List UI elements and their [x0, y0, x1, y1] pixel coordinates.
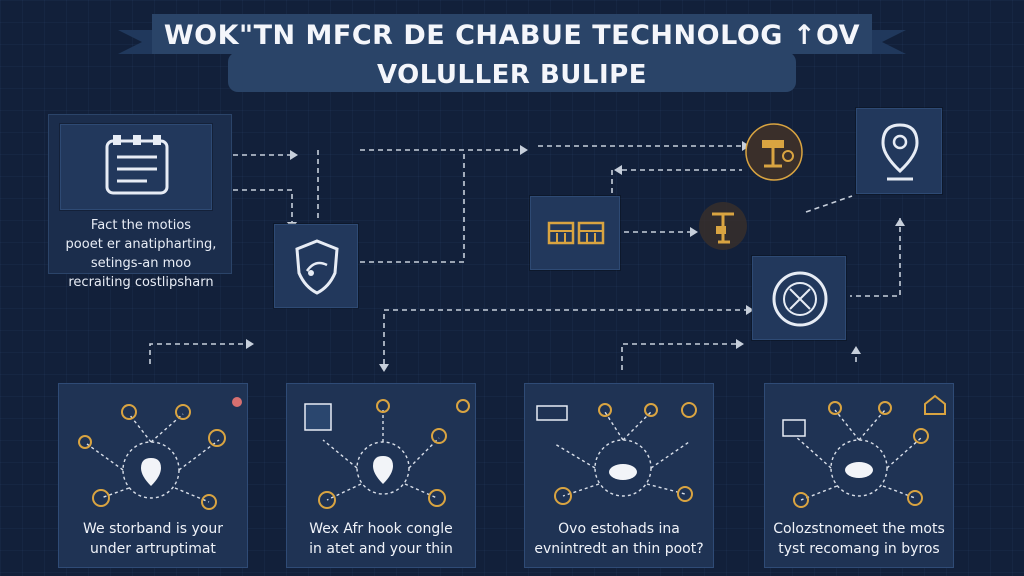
- panel-network-diagram: [304, 399, 470, 509]
- location-pin-icon: [881, 123, 919, 181]
- page-subtitle: VOLULLER BULIPE: [377, 60, 647, 90]
- step-panel-4: Colozstnomeet the mots tyst recomang in …: [764, 383, 954, 568]
- shield-tile: [274, 224, 358, 308]
- panel-network-diagram: [782, 394, 946, 508]
- location-tile: [856, 108, 942, 194]
- step-panel-2: Wex Afr hook congle in atet and your thi…: [286, 383, 476, 568]
- panel-caption: Wex Afr hook congle in atet and your thi…: [309, 521, 453, 557]
- step-panel-3: Ovo estohads ina evnintredt an thin poot…: [524, 383, 714, 568]
- panel-caption: Ovo estohads ina evnintredt an thin poot…: [534, 521, 704, 557]
- tool-fork-icon: [699, 202, 747, 250]
- panel-network-diagram: [78, 397, 242, 510]
- toolbox-icon: [547, 221, 605, 245]
- network-tile: [752, 256, 846, 340]
- toolbox-tile: [530, 196, 620, 270]
- checklist-tile: [60, 124, 212, 210]
- page-title: WOK"TN MFCR DE CHABUE TECHNOLOG ↑OV: [163, 20, 861, 51]
- shield-icon: [295, 239, 339, 295]
- checklist-icon: [105, 135, 169, 195]
- panel-network-diagram: [536, 402, 697, 505]
- info-card-text: Fact the motios pooet er anatipharting, …: [65, 218, 217, 290]
- title-banner: WOK"TN MFCR DE CHABUE TECHNOLOG ↑OV VOLU…: [118, 8, 906, 100]
- network-icon: [772, 271, 828, 327]
- machine-icon: [745, 123, 803, 181]
- panel-caption: We storband is your under artruptimat: [83, 521, 223, 557]
- step-panel-1: We storband is your under artruptimat: [58, 383, 248, 568]
- panel-caption: Colozstnomeet the mots tyst recomang in …: [773, 521, 945, 557]
